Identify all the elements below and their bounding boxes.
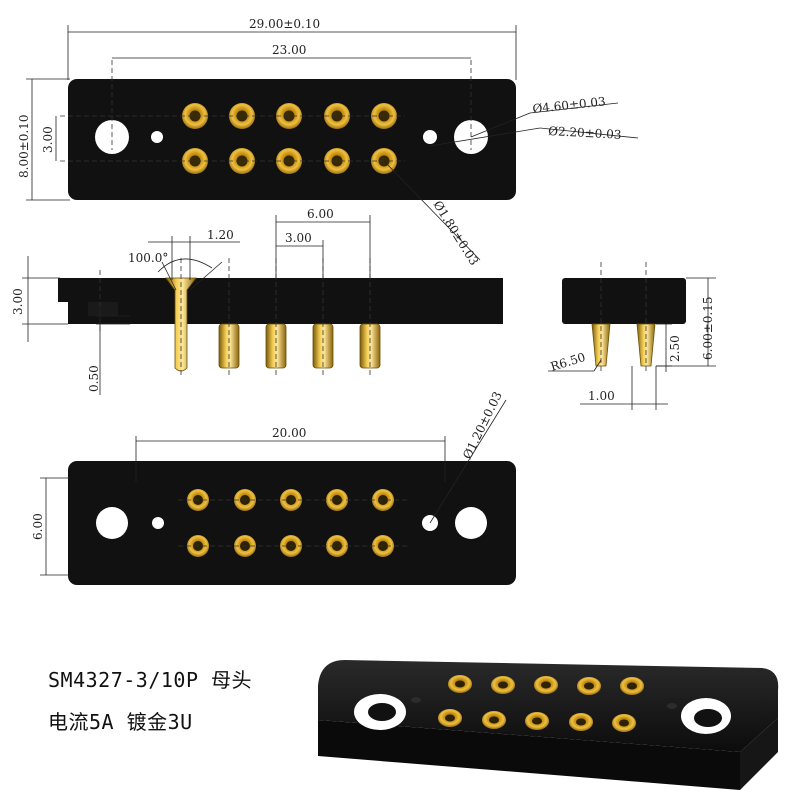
dim-bottom-height: 6.00 [31,513,45,540]
dim-bottom-hole-pitch: 20.00 [272,426,306,440]
iso-pin [577,677,601,695]
side-left-step [58,278,132,302]
top-small-hole-right [423,130,437,144]
iso-pin [448,675,472,693]
top-view: 29.00±0.10 23.00 8.00±0.10 3.00 Ø4.60±0.… [17,17,639,268]
iso-pin [620,677,644,695]
iso-body-front [318,720,740,790]
dim-bottom-small-dia: Ø1.20±0.03 [460,389,505,461]
dim-end-pin-length: 2.50 [668,335,682,362]
bottom-mount-hole-left [96,507,128,539]
bottom-small-hole-left [152,517,164,529]
dim-row-pitch: 3.00 [41,126,55,153]
dim-end-pin-pitch: 1.00 [588,389,615,403]
dim-side-recess: 0.50 [87,365,101,392]
side-boss [88,302,118,316]
iso-pin [482,711,506,729]
top-pin [182,148,208,174]
top-view-body [68,79,516,200]
dim-end-radius: R6.50 [549,350,587,374]
top-pin [229,103,255,129]
dim-side-pitch-double: 6.00 [307,207,334,221]
side-view: 6.00 3.00 1.20 100.0° 3.00 0.50 [11,207,503,395]
dim-overall-width: 29.00±0.10 [249,17,320,31]
bottom-view: 20.00 6.00 Ø1.20±0.03 [31,389,516,585]
dim-angle: 100.0° [128,251,168,265]
dim-top-height: 8.00±0.10 [17,115,31,179]
iso-pin [569,713,593,731]
dim-side-body-height: 3.00 [11,288,25,315]
iso-body-right [740,718,778,790]
dim-tip-width: 1.20 [207,228,234,242]
top-small-hole-left [151,131,163,143]
dim-pin-dia: Ø1.80±0.03 [430,198,481,268]
bottom-pin-array [187,489,394,557]
top-pin [182,103,208,129]
dim-mount-hole-dia: Ø4.60±0.03 [532,94,606,116]
side-body [68,278,503,324]
end-body [562,278,686,324]
dim-side-pitch: 3.00 [285,231,312,245]
iso-body-top [318,660,779,752]
bottom-view-body [68,461,516,585]
iso-view [318,660,779,790]
end-pin-right [636,262,656,372]
end-pin-left [591,262,611,372]
iso-pin [612,714,636,732]
iso-pin [438,709,462,727]
iso-pin [491,676,515,694]
iso-pin [534,676,558,694]
dim-end-total-height: 6.00±0.15 [701,297,715,361]
bottom-pin [326,535,348,557]
caption-line-2: 电流5A 镀金3U [48,710,193,734]
iso-pin-array [438,675,644,732]
side-pin [218,258,240,378]
side-pin [165,258,197,378]
dim-small-hole-dia: Ø2.20±0.03 [548,124,622,142]
dim-hole-pitch: 23.00 [272,43,306,57]
caption-line-1: SM4327-3/10P 母头 [48,668,253,692]
bottom-pin [326,489,348,511]
top-pin [229,148,255,174]
iso-pin [525,712,549,730]
end-view: R6.50 1.00 2.50 6.00±0.15 [548,262,716,410]
iso-small-hole-right [667,703,677,709]
bottom-mount-hole-right [455,507,487,539]
side-pin-array [165,258,381,378]
iso-small-hole-left [411,697,421,703]
